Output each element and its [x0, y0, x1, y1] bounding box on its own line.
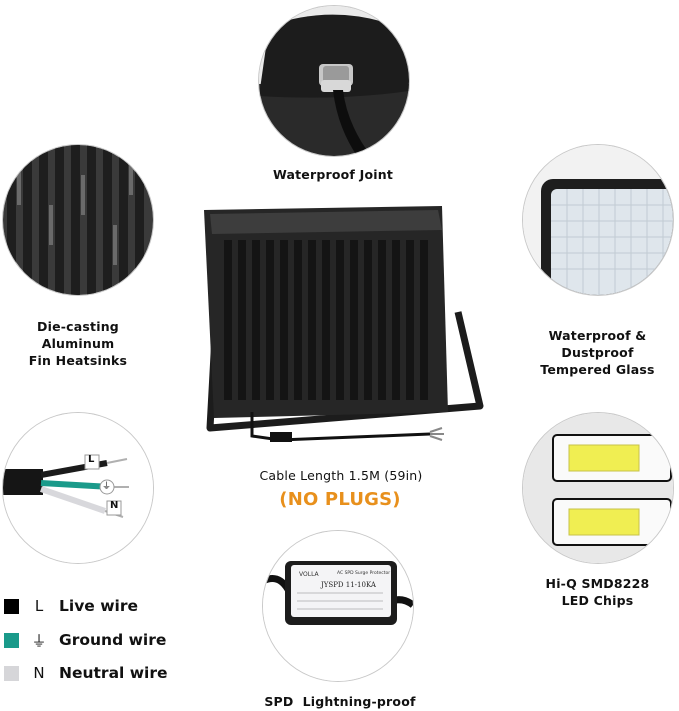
led-chips-closeup — [522, 412, 674, 564]
ground-wire-swatch — [4, 632, 19, 648]
legend-row-neutral: N Neutral wire — [4, 663, 168, 683]
ground-wire-label: Ground wire — [59, 631, 167, 649]
spd-caption: SPD Lightning-proof — [264, 694, 416, 709]
legend-row-live: L Live wire — [4, 596, 138, 616]
led-chips-caption-line2: LED Chips — [561, 593, 634, 608]
floodlight-product — [190, 200, 490, 450]
spd-closeup: VOLLA AC SPD Surge Protector JYSPD 11-10… — [262, 530, 414, 682]
wire-label-live: L — [88, 454, 95, 465]
no-plugs-label: (NO PLUGS) — [279, 489, 401, 510]
wire-label-neutral: N — [110, 500, 119, 511]
wire-ends-closeup: L ⏚ N — [2, 412, 154, 564]
heatsink-caption-line1: Die-casting Aluminum — [37, 319, 119, 351]
spd-brand: VOLLA — [299, 571, 319, 578]
led-chips-caption: Hi-Q SMD8228 LED Chips — [520, 575, 675, 609]
spd-title: AC SPD Surge Protector — [337, 571, 391, 576]
neutral-wire-swatch — [4, 665, 19, 681]
waterproof-joint-closeup — [258, 5, 410, 157]
neutral-wire-label: Neutral wire — [59, 664, 168, 682]
tempered-glass-caption-line2: Dustproof — [561, 345, 634, 360]
tempered-glass-caption-line3: Tempered Glass — [540, 362, 655, 377]
heatsink-caption: Die-casting Aluminum Fin Heatsinks — [0, 318, 156, 369]
live-wire-swatch — [4, 598, 19, 614]
legend-row-ground: ⏚ Ground wire — [4, 630, 166, 650]
led-chips-caption-line1: Hi-Q SMD8228 — [545, 576, 650, 591]
ground-wire-symbol: ⏚ — [31, 631, 47, 650]
neutral-wire-symbol: N — [33, 664, 45, 682]
tempered-glass-caption: Waterproof & Dustproof Tempered Glass — [520, 327, 675, 378]
heatsink-caption-line2: Fin Heatsinks — [28, 353, 128, 368]
tempered-glass-closeup — [522, 144, 674, 296]
tempered-glass-caption-line1: Waterproof & — [548, 328, 647, 343]
spd-model: JYSPD 11-10KA — [321, 581, 376, 589]
waterproof-joint-caption: Waterproof Joint — [272, 167, 394, 182]
cable-length-caption: Cable Length 1.5M (59in) — [259, 468, 423, 483]
live-wire-symbol: L — [34, 597, 44, 615]
wire-label-ground: ⏚ — [102, 482, 112, 492]
heatsink-closeup — [2, 144, 154, 296]
live-wire-label: Live wire — [59, 597, 138, 615]
